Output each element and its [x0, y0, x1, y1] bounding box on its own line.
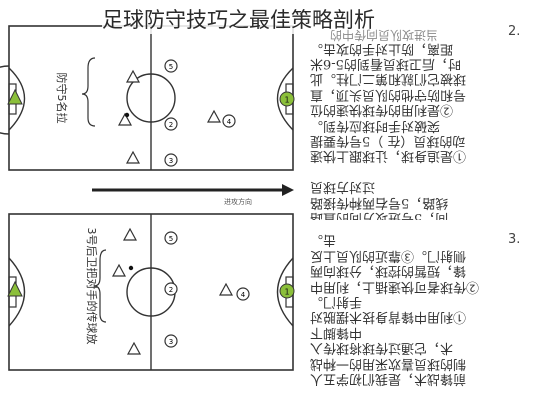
- svg-text:3: 3: [169, 157, 173, 165]
- text-line: 线路，5号右两种传接路: [310, 194, 449, 210]
- text-line: 时，后卫球员看到的5-6米: [310, 55, 461, 71]
- text-line: 过对方球员: [310, 179, 376, 195]
- text-line: [310, 163, 506, 178]
- bottom-pitch-diagram: 1 5 2 3 4 3号后卫把对手的传球放: [7, 213, 295, 371]
- ball: [128, 265, 134, 271]
- player-circle: [236, 287, 250, 301]
- player-circle: [164, 153, 178, 167]
- text-line: ①利用中锋背身技术摆脱对: [310, 309, 467, 325]
- text-line: ②传球者可快速插上，利用中: [310, 278, 480, 294]
- svg-text:5: 5: [169, 63, 173, 71]
- text-line: 锋，短暂的控球，分球向两: [310, 263, 467, 279]
- svg-text:4: 4: [227, 118, 232, 126]
- text-line: 前锋战术，是我们初学五人: [310, 371, 467, 387]
- player-circle: [222, 114, 236, 128]
- text-line: 中锋脚下: [310, 324, 363, 340]
- left-penalty-arc: [0, 65, 10, 135]
- direction-arrow: 进攻方向: [92, 184, 294, 206]
- side-label: 防守5名拉: [55, 73, 69, 124]
- right-penalty-arc: [276, 67, 294, 131]
- text-line: 突破对手时球应传到。: [310, 117, 441, 133]
- text-line: 手射门。: [310, 294, 363, 310]
- keeper-circle-right: [279, 283, 295, 299]
- keeper-circle-right: [279, 91, 295, 107]
- bracket: [81, 57, 96, 127]
- svg-text:3: 3: [169, 338, 173, 346]
- text-line: 术，它通过传球将球传入: [310, 340, 454, 356]
- center-circle: [126, 73, 176, 123]
- svg-text:5: 5: [169, 235, 173, 243]
- text-line: ①是追身球，让球跟上快速: [310, 148, 467, 164]
- text-line: 动的球员（在 ）5号传要提: [310, 132, 466, 148]
- section-2-text: 间，5号进攻方向的直路线路，5号右两种传接路过对方球员 ①是追身球，让球跟上快速…: [310, 40, 506, 220]
- player-circle: [164, 282, 178, 296]
- keeper-triangle-left: [7, 88, 23, 105]
- player-circle: [164, 59, 178, 73]
- page-title: 足球防守技巧之最佳策略剖析: [102, 4, 375, 34]
- text-line: 间，5号进攻方向的直路: [310, 209, 449, 220]
- player-circle: [164, 231, 178, 245]
- text-line: ②是利用的传球快速的位: [310, 102, 454, 118]
- section-number: 2.: [508, 24, 521, 39]
- section-number: 3.: [508, 232, 521, 247]
- text-line: 球被它们就和第二门柱。此: [310, 71, 467, 87]
- player-circle: [164, 334, 178, 348]
- text-line: 侧射门。③靠近的队员上反: [310, 247, 467, 263]
- svg-text:4: 4: [241, 291, 246, 299]
- svg-text:1: 1: [284, 96, 289, 105]
- text-line: 距离，防止对手的攻击。: [310, 40, 454, 56]
- text-line: 号和防守他的队员头顶，直: [310, 86, 467, 102]
- keeper-triangle-left: [7, 280, 23, 297]
- text-line: 制的球员喜欢采用的一种战: [310, 355, 467, 371]
- top-pitch-diagram: 1 5 2 3 4 防守5名拉: [0, 25, 295, 171]
- svg-text:2: 2: [169, 121, 173, 129]
- side-label: 3号后卫把对手的传球放: [85, 228, 99, 345]
- player-circle: [164, 117, 178, 131]
- svg-text:1: 1: [284, 288, 289, 297]
- arrow-label: 进攻方向: [224, 197, 252, 206]
- text-line: 击。: [310, 232, 337, 248]
- ball: [124, 112, 130, 118]
- bracket: [93, 249, 107, 323]
- svg-text:2: 2: [169, 286, 173, 294]
